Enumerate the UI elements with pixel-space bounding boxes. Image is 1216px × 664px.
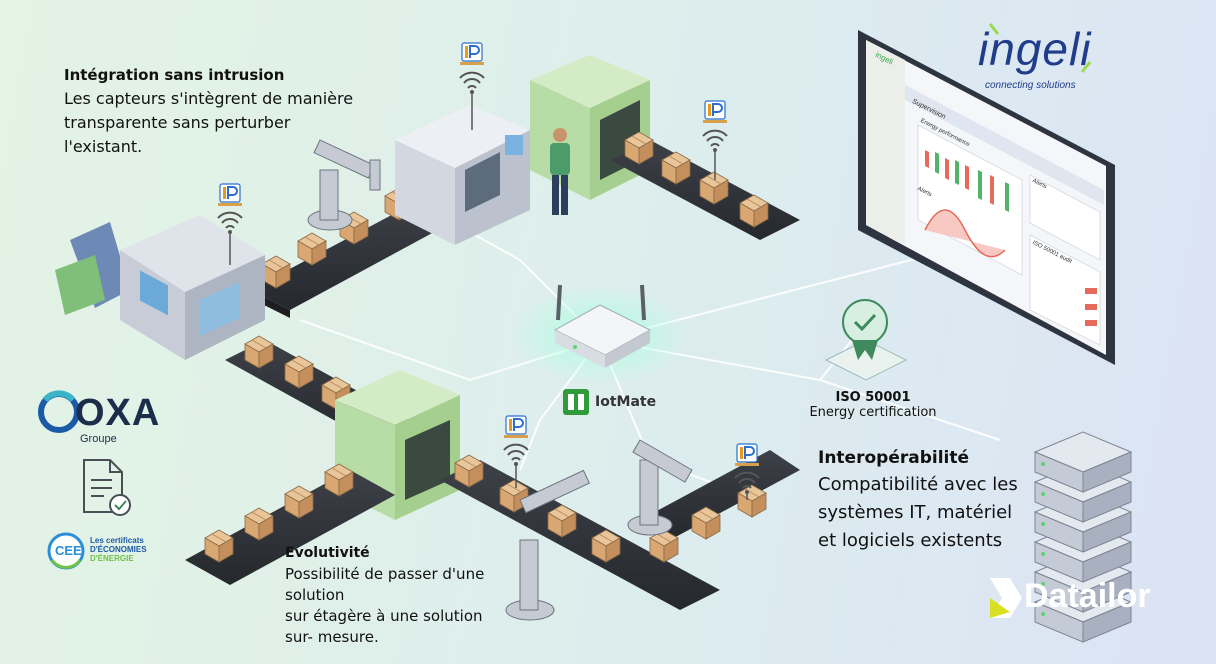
cee-logo <box>47 532 85 570</box>
document-check-icon <box>83 459 131 516</box>
annotation-interop-title: Interopérabilité <box>818 448 970 468</box>
ribbon-check-icon <box>824 299 908 381</box>
datailor-logo-mark <box>990 578 1022 618</box>
annotation-evolutivity-title: Evolutivité <box>285 545 370 561</box>
ingeli-tagline: connecting solutions <box>985 80 1076 91</box>
worker-icon <box>550 128 570 215</box>
iotmate-logo-icon <box>563 389 589 415</box>
cee-line1: Les certificats <box>90 536 144 545</box>
annotation-interop-body: Compatibilité avec les systèmes IT, maté… <box>818 474 1018 551</box>
gateway-label: IotMate <box>595 394 657 410</box>
robot-arm-bottom-right <box>627 439 693 536</box>
annotation-evolutivity: Evolutivité Possibilité de passer d'une … <box>285 545 525 648</box>
cee-badge-text: CEE <box>55 543 82 558</box>
annotation-interop: Interopérabilité Compatibilité avec les … <box>818 448 1038 555</box>
iso-certification: ISO 50001 Energy certification <box>808 390 938 420</box>
iso-title: ISO 50001 <box>835 390 911 405</box>
cee-logo-text: Les certificats D'ÉCONOMIES D'ÉNERGIE <box>90 536 147 563</box>
annotation-integration-title: Intégration sans intrusion <box>64 66 285 84</box>
iso-subtitle: Energy certification <box>809 405 937 420</box>
annotation-integration: Intégration sans intrusion Les capteurs … <box>64 66 394 159</box>
conveyor-top-right <box>610 131 800 240</box>
tunnel-machine-top <box>530 55 650 200</box>
conveyor-bottom-right <box>440 450 800 610</box>
cee-line2: D'ÉCONOMIES <box>90 545 147 554</box>
annotation-integration-body: Les capteurs s'intègrent de manière tran… <box>64 89 354 156</box>
sensor-ip-icon <box>217 42 760 500</box>
annotation-evolutivity-body: Possibilité de passer d'une solution sur… <box>285 565 485 646</box>
datailor-logo-text: Datailor <box>1024 577 1151 615</box>
ingeli-logo-mark <box>988 23 1092 73</box>
ingeli-logo-text: ingeli <box>978 23 1092 75</box>
robot-arm-icon <box>307 139 381 231</box>
cee-line3: D'ÉNERGIE <box>90 554 134 563</box>
cnc-machine-top <box>395 105 530 245</box>
dashboard-monitor <box>858 30 1115 365</box>
packaging-machine-left <box>55 215 265 360</box>
conveyor-bottom-left <box>185 463 395 585</box>
robot-arm-bottom-left <box>505 469 591 621</box>
router-icon <box>510 284 690 385</box>
oxa-logo-text: OXA <box>75 392 161 434</box>
oxa-logo-subtitle: Groupe <box>80 433 117 445</box>
oxa-logo <box>38 390 80 433</box>
